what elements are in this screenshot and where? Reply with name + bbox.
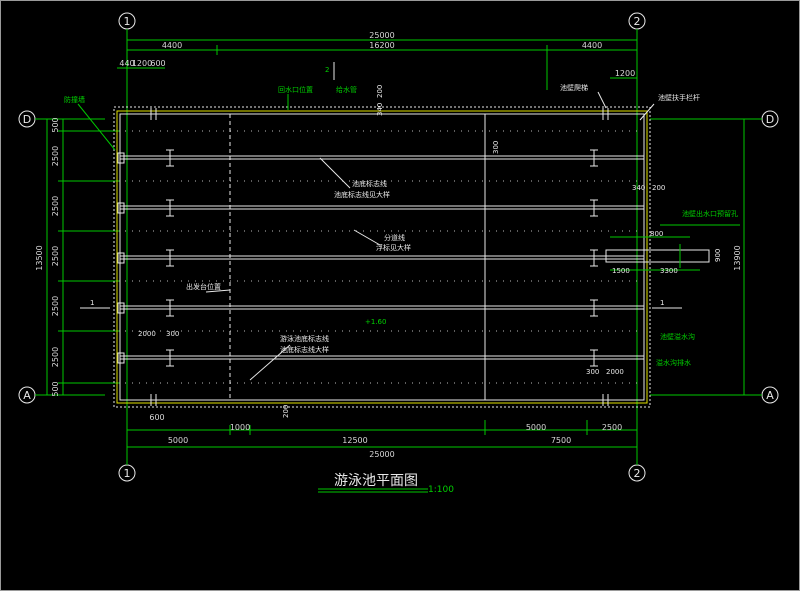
svg-text:1: 1: [90, 299, 94, 307]
svg-text:1: 1: [124, 15, 131, 28]
svg-text:500: 500: [51, 117, 60, 132]
svg-text:12500: 12500: [342, 436, 367, 445]
pool-wall-inner: [119, 113, 645, 401]
svg-text:出发台位置: 出发台位置: [186, 282, 221, 291]
svg-text:1: 1: [124, 467, 131, 480]
svg-text:300: 300: [166, 330, 179, 338]
svg-text:池壁爬梯: 池壁爬梯: [560, 83, 588, 92]
svg-text:16200: 16200: [369, 41, 394, 50]
svg-text:340: 340: [376, 103, 384, 116]
axis-A-right: A: [761, 386, 779, 404]
svg-text:2000: 2000: [138, 330, 156, 338]
svg-text:给水管: 给水管: [336, 85, 357, 94]
svg-text:5000: 5000: [526, 423, 546, 432]
svg-text:游泳池平面图: 游泳池平面图: [334, 473, 418, 489]
svg-text:池壁溢水沟: 池壁溢水沟: [660, 332, 695, 341]
svg-text:2500: 2500: [51, 347, 60, 367]
axis-2-top: 2: [628, 12, 646, 30]
pool-outer-dashed: [113, 106, 651, 408]
svg-text:A: A: [23, 389, 31, 402]
svg-text:200: 200: [652, 184, 665, 192]
svg-text:池底标志线见大样: 池底标志线见大样: [334, 190, 390, 199]
bottom-dimensions: 5000 1000 12500 7500 2500 25000 600 5000: [127, 413, 637, 459]
svg-text:浮标见大样: 浮标见大样: [376, 243, 411, 252]
axis-2-bottom: 2: [628, 464, 646, 482]
svg-text:池壁扶手栏杆: 池壁扶手栏杆: [658, 93, 700, 102]
svg-text:1500: 1500: [612, 267, 630, 275]
axis-1-top: 1: [118, 12, 136, 30]
svg-text:600: 600: [150, 59, 165, 68]
right-dimensions: 13900: [733, 119, 745, 395]
svg-text:池壁出水口预留孔: 池壁出水口预留孔: [682, 209, 738, 218]
svg-text:2500: 2500: [51, 246, 60, 266]
svg-text:4400: 4400: [162, 41, 182, 50]
svg-text:25000: 25000: [369, 31, 394, 40]
svg-text:13500: 13500: [35, 245, 44, 270]
drawing-title: 游泳池平面图 1:100: [318, 473, 454, 495]
svg-text:800: 800: [650, 230, 663, 238]
svg-text:池底标志线大样: 池底标志线大样: [280, 345, 329, 354]
svg-text:1200: 1200: [132, 59, 152, 68]
svg-text:13900: 13900: [733, 245, 742, 270]
svg-text:池底标志线: 池底标志线: [352, 179, 387, 188]
inlet-pipe: [605, 236, 710, 271]
svg-text:1:100: 1:100: [428, 485, 454, 495]
svg-text:分道线: 分道线: [384, 233, 405, 242]
axis-A-left: A: [18, 386, 36, 404]
svg-text:600: 600: [149, 413, 164, 422]
svg-text:溢水沟排水: 溢水沟排水: [656, 358, 691, 367]
lane-markers: [117, 149, 598, 367]
axis-D-right: D: [761, 110, 779, 128]
pool-wall-outer: [116, 110, 648, 404]
svg-text:2: 2: [325, 66, 329, 74]
svg-text:300: 300: [492, 141, 500, 154]
svg-text:5000: 5000: [168, 436, 188, 445]
svg-text:3300: 3300: [660, 267, 678, 275]
svg-text:440: 440: [119, 59, 134, 68]
axis-D-left: D: [18, 110, 36, 128]
svg-text:游泳池底标志线: 游泳池底标志线: [280, 334, 329, 343]
svg-text:200: 200: [282, 405, 290, 418]
svg-text:2: 2: [634, 15, 641, 28]
svg-text:1000: 1000: [230, 423, 250, 432]
svg-text:1200: 1200: [615, 69, 635, 78]
svg-text:1: 1: [660, 299, 664, 307]
svg-text:回水口位置: 回水口位置: [278, 85, 313, 94]
svg-text:4400: 4400: [582, 41, 602, 50]
dotted-guides: [125, 130, 640, 384]
svg-text:防撞墙: 防撞墙: [64, 95, 85, 104]
axis-1-bottom: 1: [118, 464, 136, 482]
svg-text:+1.60: +1.60: [365, 318, 386, 326]
svg-text:2500: 2500: [51, 296, 60, 316]
svg-text:2500: 2500: [51, 146, 60, 166]
svg-text:2500: 2500: [51, 196, 60, 216]
svg-text:340: 340: [632, 184, 645, 192]
lane-lines: [120, 155, 644, 360]
svg-text:25000: 25000: [369, 450, 394, 459]
svg-text:2500: 2500: [602, 423, 622, 432]
svg-text:7500: 7500: [551, 436, 571, 445]
svg-text:900: 900: [714, 249, 722, 262]
pool-ladders: [150, 108, 609, 406]
svg-text:2: 2: [634, 467, 641, 480]
svg-text:A: A: [766, 389, 774, 402]
svg-text:2000: 2000: [606, 368, 624, 376]
svg-text:200: 200: [376, 85, 384, 98]
callouts: 防撞墙 回水口位置 给水管 2 池壁爬梯 池壁扶手栏杆 池底标志线 池底标志线见…: [64, 62, 740, 418]
svg-text:D: D: [23, 113, 31, 126]
top-dimensions: 25000 4400 16200 4400 440 1200 600 1200: [117, 31, 637, 90]
svg-text:500: 500: [51, 381, 60, 396]
svg-text:300: 300: [586, 368, 599, 376]
svg-text:D: D: [766, 113, 774, 126]
left-dimensions: 13500 500 2500 2500 2500 2500 2500 500: [35, 117, 120, 397]
